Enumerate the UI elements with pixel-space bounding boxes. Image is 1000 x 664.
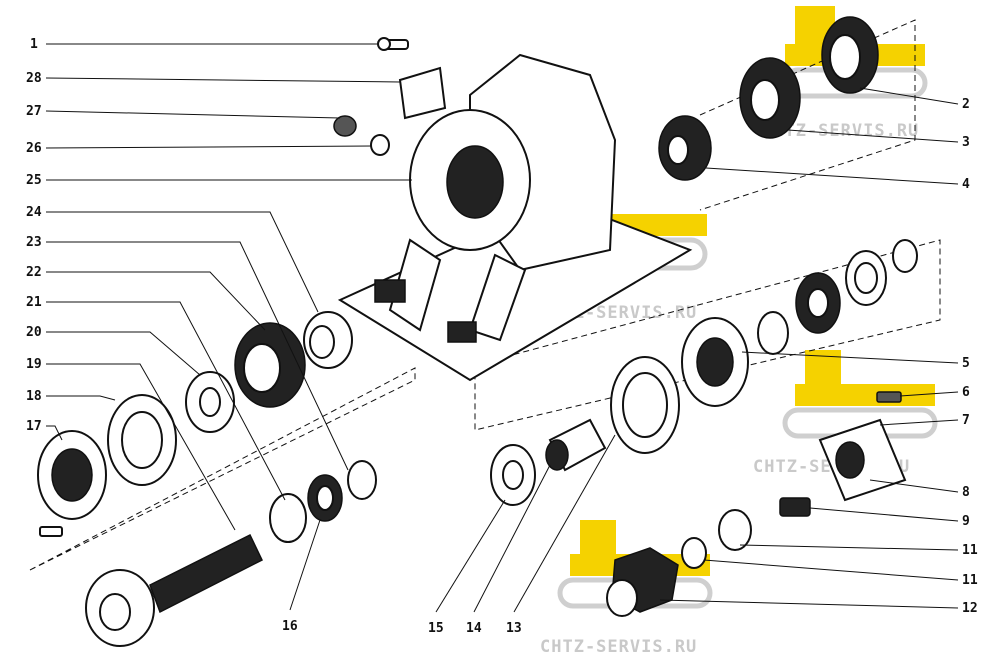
- watermark-text: CHTZ-SERVIS.RU: [540, 637, 697, 657]
- part-screw-right: [876, 391, 902, 403]
- callout-label: 1: [30, 37, 38, 52]
- callout-label: 2: [962, 97, 970, 112]
- callout-label: 24: [26, 205, 42, 220]
- callout-label: 9: [962, 514, 970, 529]
- callout-label: 4: [962, 177, 970, 192]
- callout-label: 5: [962, 356, 970, 371]
- part-cover-plate: [398, 66, 447, 120]
- part-valve: [779, 497, 811, 517]
- callout-label: 3: [962, 135, 970, 150]
- callout-label: 17: [26, 419, 42, 434]
- part-ring-r1: [892, 239, 918, 273]
- callout-label: 6: [962, 385, 970, 400]
- left-axis-line: [29, 367, 416, 571]
- callout-label: 12: [962, 601, 978, 616]
- part-oil-seal: [307, 474, 343, 522]
- part-bolt: [377, 37, 409, 51]
- housing-leg-right: [468, 253, 527, 342]
- part-ring-r2: [845, 250, 887, 306]
- housing-bore: [446, 145, 504, 219]
- part-washer-right: [490, 444, 536, 506]
- part-bearing-cover: [37, 430, 107, 520]
- part-gasket-right: [610, 356, 680, 454]
- callout-label: 16: [282, 619, 298, 634]
- callout-label: 27: [26, 104, 42, 119]
- callout-label: 20: [26, 325, 42, 340]
- callout-label: 26: [26, 141, 42, 156]
- part-plug: [333, 115, 357, 137]
- part-snap-ring-left: [347, 460, 377, 500]
- part-splined-coupling: [545, 418, 607, 472]
- leader-lines: [45, 43, 959, 613]
- callout-label: 15: [428, 621, 444, 636]
- callout-labels: 1 28 27 26 25 24 23 22 21 20 19 18 17 2 …: [26, 37, 978, 636]
- callout-label: 13: [506, 621, 522, 636]
- part-oil-seal-right: [795, 272, 841, 334]
- callout-label: 25: [26, 173, 42, 188]
- part-pinion-gear: [303, 311, 353, 369]
- part-gasket-left: [107, 394, 177, 486]
- part-small-bolt: [39, 526, 63, 537]
- right-axis-line: [474, 239, 941, 431]
- callout-label: 8: [962, 485, 970, 500]
- part-o-ring: [681, 537, 707, 569]
- assembly-axis-lines: [29, 19, 941, 571]
- part-gear-top: [658, 115, 712, 181]
- callout-label: 11: [962, 543, 978, 558]
- part-bearing-inner: [739, 57, 801, 139]
- part-bearing-top: [821, 16, 879, 94]
- housing-boss: [447, 321, 477, 343]
- callout-label: 21: [26, 295, 42, 310]
- callout-label: 14: [466, 621, 482, 636]
- part-cover-right: [681, 317, 749, 407]
- callout-label: 7: [962, 413, 970, 428]
- part-splined-shaft: [85, 533, 263, 647]
- callout-label: 19: [26, 357, 42, 372]
- housing-boss: [374, 279, 406, 303]
- part-bearing-left: [234, 322, 306, 408]
- part-disc-small: [718, 509, 752, 551]
- callout-label: 18: [26, 389, 42, 404]
- part-washer: [370, 134, 390, 156]
- top-axis-line: [699, 19, 916, 211]
- part-seal-ring: [269, 493, 307, 543]
- callout-label: 23: [26, 235, 42, 250]
- callout-label: 11: [962, 573, 978, 588]
- part-ring-r3: [757, 311, 789, 355]
- part-filter-cover: [818, 418, 907, 502]
- part-spacer-ring: [185, 371, 235, 433]
- callout-label: 28: [26, 71, 42, 86]
- gearbox-housing: [337, 53, 693, 382]
- callout-label: 22: [26, 265, 42, 280]
